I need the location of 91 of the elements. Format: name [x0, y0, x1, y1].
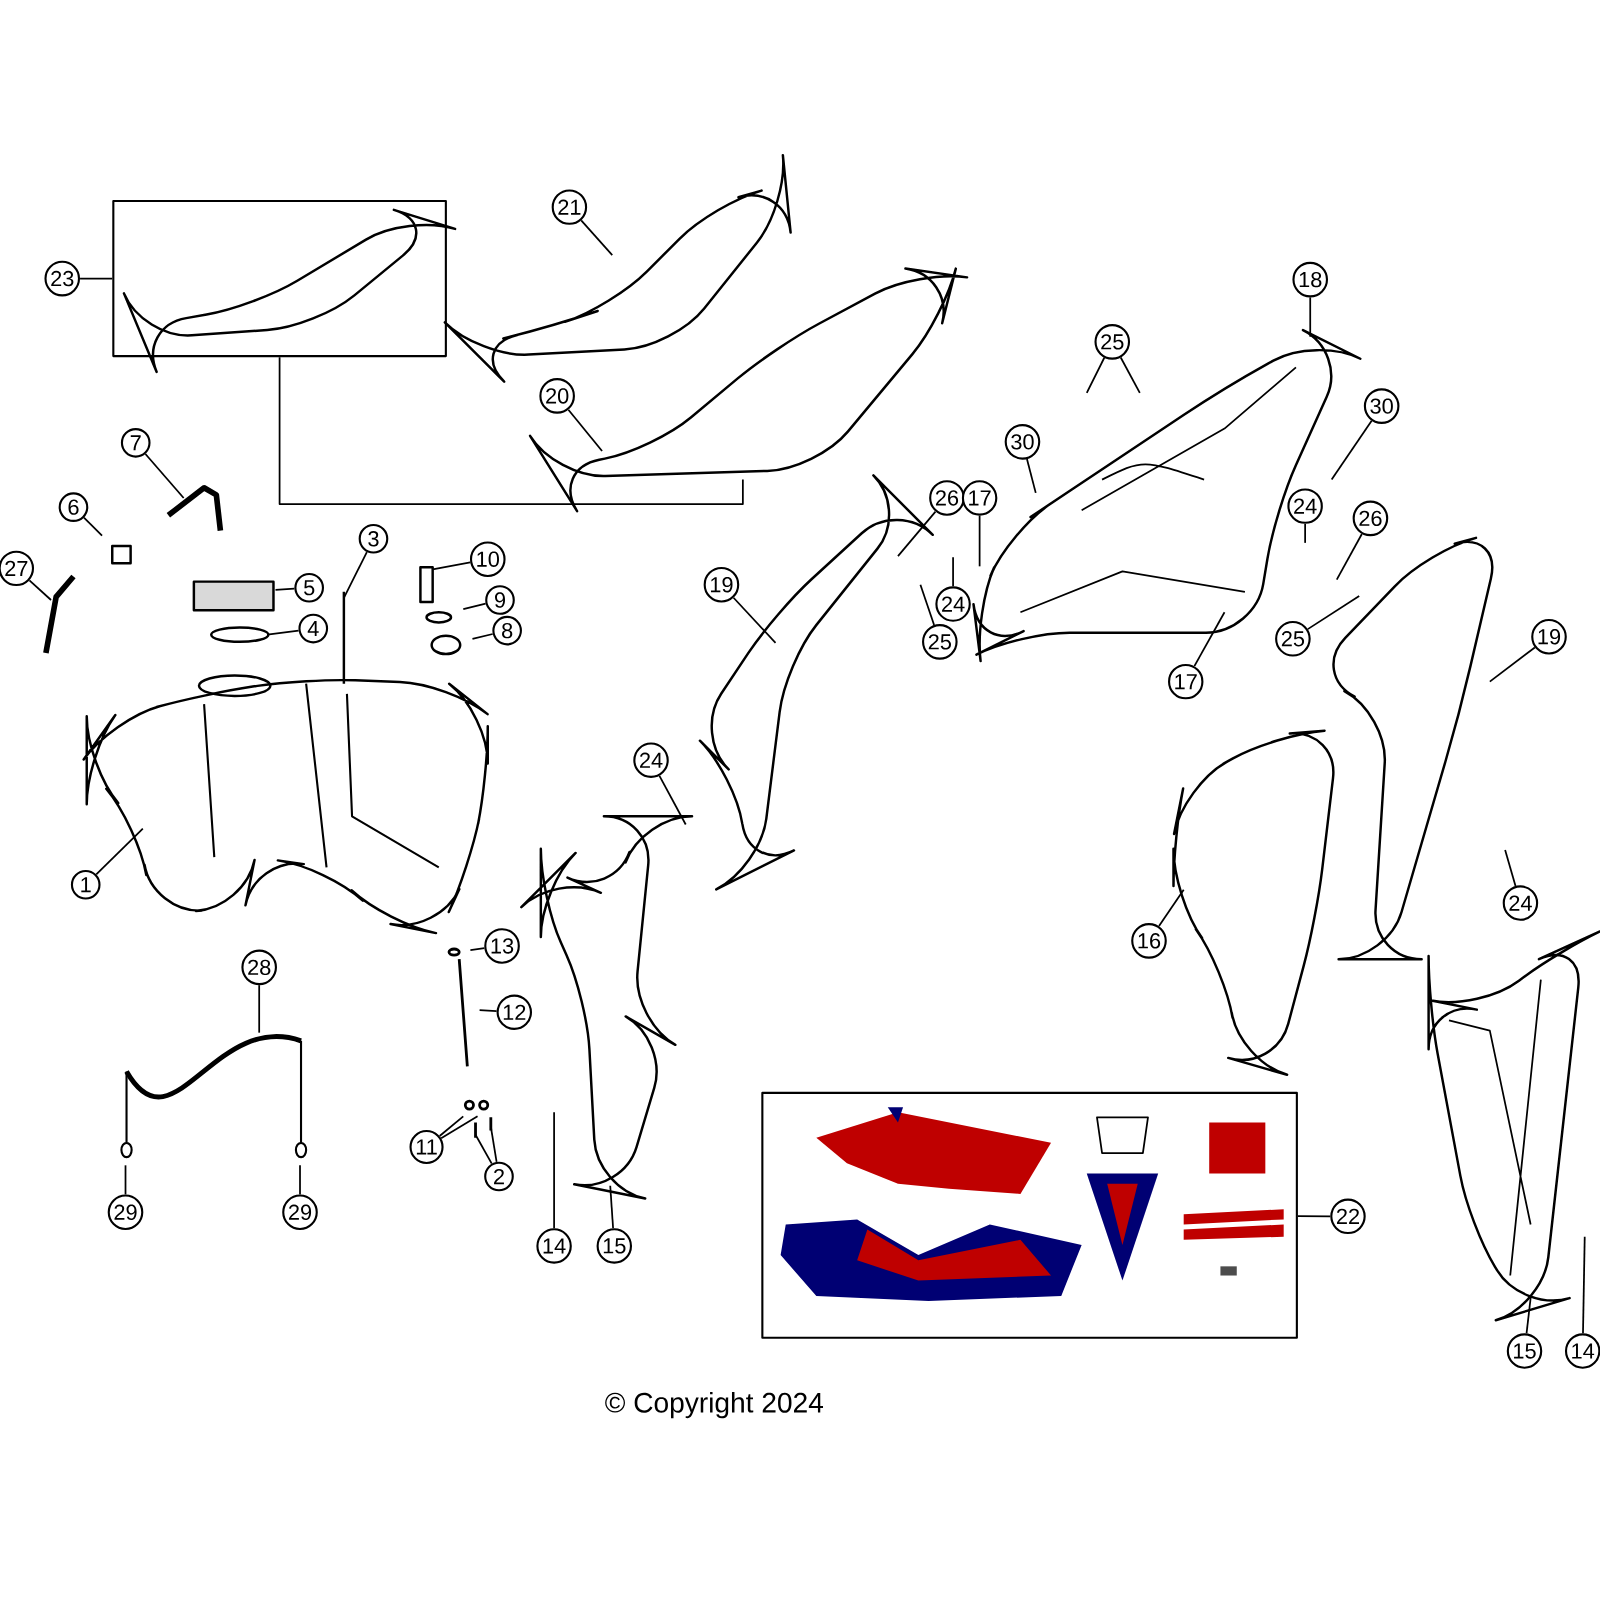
leader-line: [978, 514, 981, 568]
leader-line: [431, 561, 472, 571]
leader-line: [1335, 533, 1363, 581]
leader-line: [897, 510, 937, 557]
callout-number: 2: [484, 1161, 514, 1192]
leader-line: [1306, 595, 1361, 630]
leader-line: [343, 551, 368, 599]
callout-number: 26: [929, 480, 965, 516]
leader-line: [474, 1133, 493, 1165]
leader-line: [658, 774, 687, 826]
callout-number: 22: [1330, 1198, 1366, 1235]
leader-line: [258, 984, 261, 1034]
callout-number: 9: [485, 585, 515, 615]
leader-line: [609, 1184, 614, 1230]
leader-line: [478, 1009, 498, 1013]
callout-number: 12: [496, 994, 533, 1030]
leader-line: [1026, 458, 1037, 494]
leader-line: [278, 356, 744, 505]
callout-number: 10: [469, 541, 506, 577]
leader-line: [1193, 611, 1226, 668]
leader-line: [1119, 356, 1141, 394]
callout-number: 25: [1275, 620, 1311, 657]
callout-number: 13: [484, 928, 520, 964]
callout-number: 14: [536, 1228, 572, 1264]
callout-number: 23: [44, 260, 81, 297]
callout-number: 19: [703, 566, 740, 603]
leader-line: [469, 947, 486, 951]
leader-line: [732, 596, 777, 644]
callout-number: 24: [633, 742, 669, 778]
leader-line: [438, 1115, 465, 1137]
callout-number: 3: [358, 523, 389, 554]
callout-number: 25: [922, 624, 958, 660]
leader-line: [299, 1164, 301, 1196]
leader-line: [1309, 296, 1312, 338]
leader-line: [440, 1115, 479, 1140]
callout-number: 28: [241, 949, 277, 986]
callout-number: 14: [1564, 1333, 1600, 1369]
callout-number: 7: [120, 428, 151, 458]
leader-line: [266, 629, 300, 636]
leader-line: [83, 516, 103, 537]
leader-line: [952, 556, 954, 588]
callout-number: 29: [107, 1194, 144, 1231]
leader-line: [580, 219, 614, 256]
callout-number: 24: [1287, 488, 1323, 524]
callout-number: 30: [1004, 424, 1041, 460]
copyright-note: © Copyright 2024: [605, 1392, 823, 1419]
callout-number: 17: [961, 480, 998, 516]
leader-line: [79, 277, 114, 280]
leader-line: [144, 453, 185, 499]
leader-line: [1525, 1297, 1532, 1335]
callout-number: 24: [1502, 885, 1539, 921]
callout-number: 26: [1352, 500, 1389, 537]
leader-line: [567, 408, 603, 452]
callout-number: 17: [1168, 663, 1204, 700]
decal-sheet-frame: [761, 1091, 1298, 1339]
leader-line: [1085, 356, 1106, 394]
callout-number: 16: [1131, 923, 1167, 959]
leader-line: [919, 583, 935, 626]
leader-line: [1158, 888, 1185, 927]
callout-number: 27: [0, 550, 35, 587]
callout-number: 6: [58, 492, 89, 522]
callout-number: 24: [935, 586, 971, 622]
leader-line: [1582, 1235, 1586, 1335]
callout-number: 1: [70, 869, 101, 900]
leader-line: [274, 587, 296, 591]
leader-line: [95, 827, 144, 876]
leader-line: [1330, 419, 1373, 481]
leader-line: [489, 1125, 498, 1163]
leader-line: [471, 633, 494, 640]
leader-line: [28, 579, 52, 601]
callout-number: 11: [409, 1129, 444, 1164]
callout-number: 15: [1506, 1333, 1543, 1369]
leader-line: [1297, 1215, 1332, 1218]
callout-number: 20: [539, 378, 575, 414]
leader-line: [553, 1111, 555, 1230]
callout-number: 30: [1363, 388, 1400, 424]
callout-number: 29: [282, 1194, 318, 1231]
leader-line: [1504, 849, 1517, 887]
callout-number: 18: [1292, 261, 1329, 298]
leader-line: [124, 1164, 127, 1196]
callout-number: 19: [1531, 618, 1567, 655]
callout-number: 25: [1094, 324, 1131, 360]
callout-number: 21: [551, 189, 588, 225]
leader-line: [1304, 522, 1306, 544]
leader-line: [1488, 646, 1536, 683]
callout-number: 8: [492, 615, 522, 646]
callout-number: 4: [298, 613, 329, 644]
leader-line: [462, 602, 487, 611]
inset-frame: [112, 200, 447, 358]
callout-number: 15: [596, 1228, 632, 1264]
callout-number: 5: [294, 572, 324, 603]
